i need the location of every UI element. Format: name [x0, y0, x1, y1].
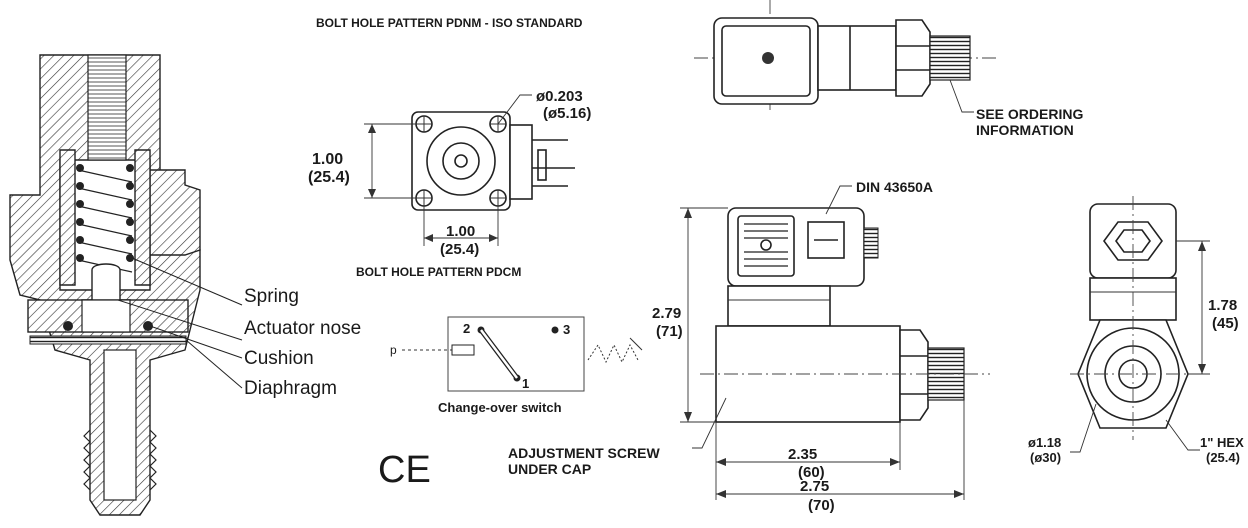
label-cushion: Cushion [244, 348, 314, 369]
len1-in: 2.35 [788, 446, 817, 463]
side-height-in: 2.79 [652, 305, 681, 322]
end-hex-mm: (25.4) [1206, 450, 1240, 465]
label-spring: Spring [244, 286, 299, 307]
side-view: DIN 43650A 2.79 (71) ADJUSTMENT SCREW UN… [508, 179, 990, 514]
diaphragm [29, 335, 187, 345]
end-dia-mm: (ø30) [1030, 450, 1061, 465]
switch-caption: Change-over switch [438, 400, 562, 415]
pdcm-height-in: 1.00 [312, 151, 343, 168]
bolt-hole-pattern: BOLT HOLE PATTERN PDNM - ISO STANDARD BO… [308, 16, 591, 279]
terminal-2: 2 [463, 321, 470, 336]
hole-dia-mm: (ø5.16) [543, 105, 591, 122]
din-connector: DIN 43650A [856, 179, 933, 195]
end-height-in: 1.78 [1208, 297, 1237, 314]
pdnm-title: BOLT HOLE PATTERN PDNM - ISO STANDARD [316, 16, 583, 30]
change-over-switch-symbol: 2 3 1 p Change-over switch [390, 316, 643, 415]
terminal-3: 3 [563, 322, 570, 337]
end-height-mm: (45) [1212, 315, 1239, 332]
pdcm-width-in: 1.00 [446, 223, 475, 240]
hole-dia-in: ø0.203 [536, 88, 583, 105]
pressure-p: p [390, 343, 397, 357]
cutaway-view: Spring Actuator nose Cushion Diaphragm [9, 54, 361, 516]
adjustment-line1: ADJUSTMENT SCREW [508, 445, 660, 461]
end-hex-in: 1" HEX [1200, 435, 1244, 450]
len2-mm: (70) [808, 497, 835, 514]
side-height-mm: (71) [656, 323, 683, 340]
top-view: SEE ORDERING INFORMATION [694, 0, 1083, 138]
pdcm-title: BOLT HOLE PATTERN PDCM [356, 265, 521, 279]
end-dia-in: ø1.18 [1028, 435, 1061, 450]
pdcm-height-mm: (25.4) [308, 169, 350, 186]
see-ordering-line1: SEE ORDERING [976, 106, 1083, 122]
len1-mm: (60) [798, 464, 825, 481]
see-ordering-line2: INFORMATION [976, 122, 1074, 138]
ce-mark: CE [378, 449, 431, 491]
terminal-1: 1 [522, 376, 529, 391]
len2-in: 2.75 [800, 478, 829, 495]
label-diaphragm: Diaphragm [244, 378, 337, 399]
pdcm-width-mm: (25.4) [440, 241, 479, 258]
adjustment-line2: UNDER CAP [508, 461, 591, 477]
end-view: 1.78 (45) ø1.18 (ø30) 1" HEX (25.4) [1028, 196, 1244, 465]
label-actuator-nose: Actuator nose [244, 318, 361, 339]
